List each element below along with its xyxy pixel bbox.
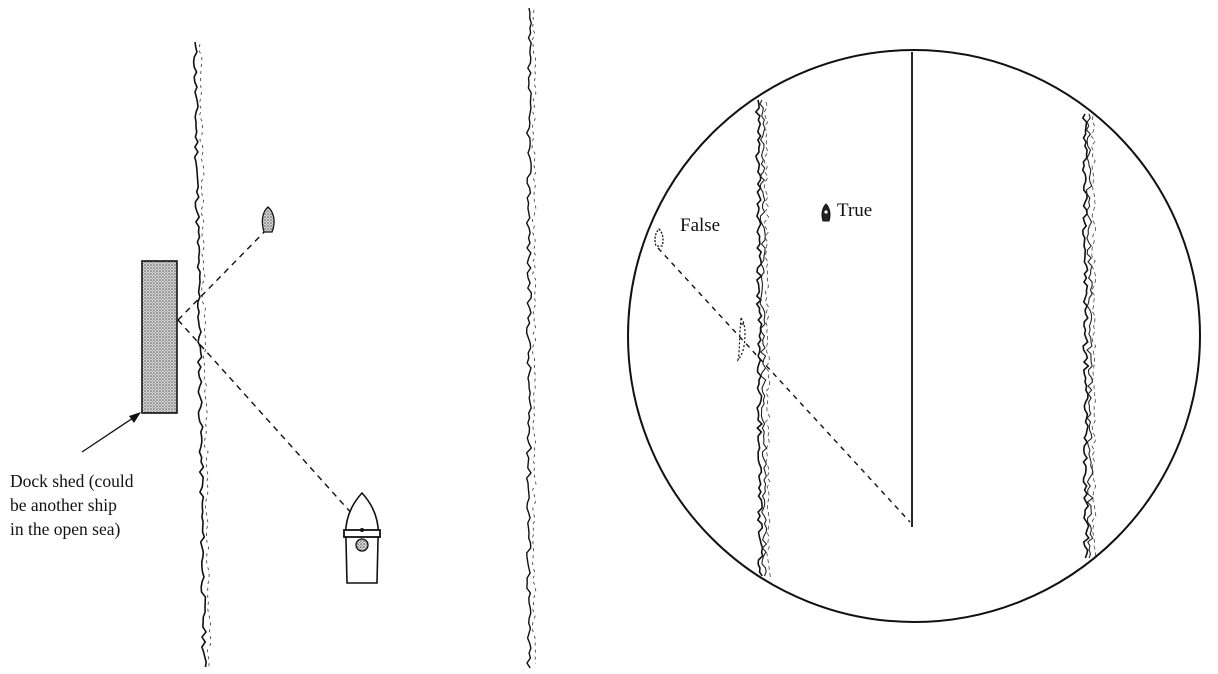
- dock-label-line-3: in the open sea): [10, 519, 120, 539]
- false-echo-label: False: [680, 215, 720, 236]
- dock-label-arrowhead: [129, 412, 141, 423]
- shed-echo: [737, 316, 746, 362]
- dock-label-line-1: Dock shed (could: [10, 471, 134, 491]
- left-shoreline-hatch: [198, 43, 212, 669]
- radar-scope-circle: [627, 49, 1201, 623]
- left-panel: Dock shed (could be another ship in the …: [10, 41, 381, 669]
- scope-coast-right-b: [1085, 113, 1094, 559]
- radar-path-to-shed: [177, 319, 363, 526]
- dock-label-line-2: be another ship: [10, 495, 117, 515]
- scope-coast-left-c: [763, 101, 771, 578]
- false-echo-blip: [654, 228, 664, 247]
- scope-coast-left-a: [754, 99, 764, 577]
- reflection-path-to-false-target: [177, 224, 272, 321]
- dock-label-arrow: [81, 413, 140, 453]
- left-shoreline: [192, 41, 208, 668]
- true-echo-label: True: [837, 200, 872, 221]
- false-echo-path: [657, 247, 911, 523]
- scope-coast-left-b: [759, 99, 768, 577]
- own-ship: [343, 491, 381, 584]
- dock-shed: [141, 260, 178, 414]
- scope-coast-right-a: [1081, 113, 1090, 559]
- distant-vessel: [261, 206, 275, 233]
- panel-divider-hatch: [531, 9, 537, 665]
- right-panel: False True: [627, 49, 1201, 623]
- scope-coast-right-c: [1090, 115, 1097, 557]
- panel-divider: [525, 7, 533, 669]
